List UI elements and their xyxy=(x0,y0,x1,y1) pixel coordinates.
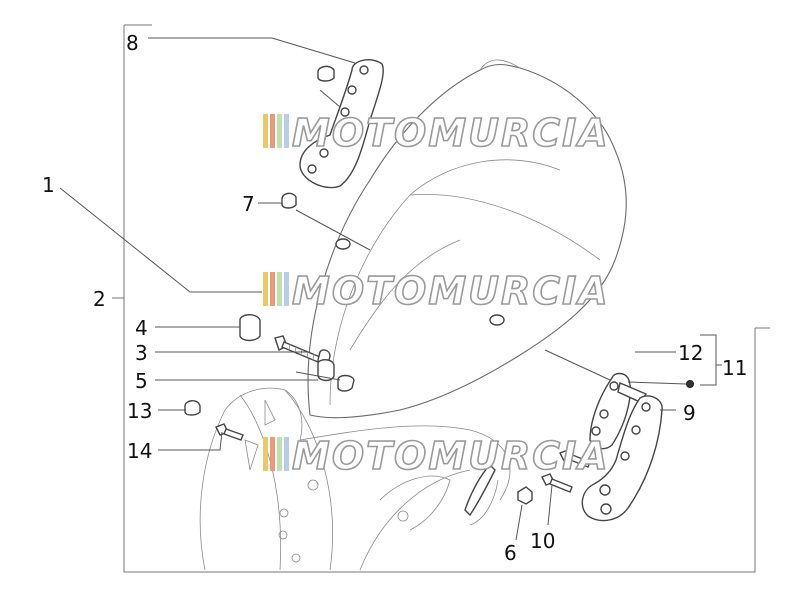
wm-bar xyxy=(263,437,268,471)
wm-bar xyxy=(270,437,275,471)
wm-bar xyxy=(284,437,289,471)
wm-bar xyxy=(284,114,289,148)
screws-10 xyxy=(541,449,591,493)
callout-4: 4 xyxy=(135,316,148,340)
callout-10: 10 xyxy=(530,529,555,553)
wm-bar xyxy=(277,272,282,306)
bullet-11 xyxy=(686,380,694,388)
callout-11: 11 xyxy=(722,356,747,380)
assembly-frame xyxy=(112,24,770,573)
bracket-upper xyxy=(299,59,384,189)
nut-5 xyxy=(317,359,335,382)
windscreen-hole-right xyxy=(489,314,505,326)
callout-13: 13 xyxy=(127,399,152,423)
callout-8: 8 xyxy=(126,31,139,55)
cap-13 xyxy=(184,400,201,416)
watermark-text: MOTOMURCIA xyxy=(292,434,610,478)
callout-5: 5 xyxy=(135,369,148,393)
wm-bar xyxy=(270,114,275,148)
callout-labels: 8 7 1 2 4 3 5 13 14 6 10 12 11 9 xyxy=(42,31,747,565)
wm-bar xyxy=(270,272,275,306)
wm-bar xyxy=(263,272,268,306)
plate-12 xyxy=(589,372,648,450)
washer-5 xyxy=(337,374,355,392)
nut-6 xyxy=(517,486,533,505)
watermark-bottom: MOTOMURCIA xyxy=(263,433,610,479)
callout-14: 14 xyxy=(127,439,152,463)
wm-bar xyxy=(277,114,282,148)
front-fairing xyxy=(199,387,511,571)
wm-bar xyxy=(263,114,268,148)
bushing-4 xyxy=(239,314,261,342)
callout-12: 12 xyxy=(678,341,703,365)
callout-1: 1 xyxy=(42,173,55,197)
callout-7: 7 xyxy=(242,192,255,216)
callout-2: 2 xyxy=(93,287,106,311)
callout-3: 3 xyxy=(135,341,148,365)
watermark-middle: MOTOMURCIA xyxy=(263,268,610,314)
callout-9: 9 xyxy=(683,401,696,425)
windscreen xyxy=(307,59,627,419)
windscreen-hole-left xyxy=(335,238,351,250)
watermark-text: MOTOMURCIA xyxy=(292,269,610,313)
watermark-top: MOTOMURCIA xyxy=(263,110,610,156)
wm-bar xyxy=(284,272,289,306)
cap-7 xyxy=(281,192,297,209)
watermark-text: MOTOMURCIA xyxy=(292,111,610,155)
screw-14 xyxy=(215,423,244,441)
bracket-lower xyxy=(581,395,663,522)
wm-bar xyxy=(277,437,282,471)
bracket-cap xyxy=(317,65,335,82)
leader-lines xyxy=(59,37,722,541)
callout-6: 6 xyxy=(504,541,517,565)
